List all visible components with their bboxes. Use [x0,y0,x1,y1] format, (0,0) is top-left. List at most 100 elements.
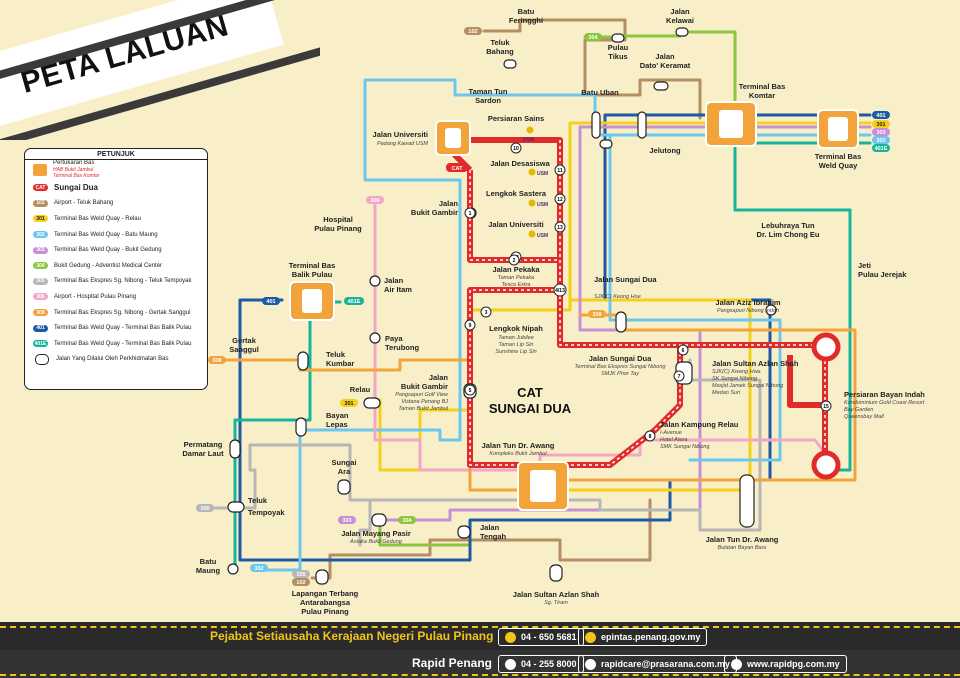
label-teluk-kumbar: Teluk [326,350,346,359]
hub-jalan-universiti[interactable] [435,120,471,156]
route-302-east[interactable] [593,133,782,462]
footer-operator-email[interactable]: rapidcare@prasarana.com.my [578,655,737,673]
hub-komtar[interactable] [705,101,757,147]
label-lapangan-2: Antarabangsa [300,598,351,607]
label-batu-feringghi-2: Feringghi [509,16,543,25]
hub-bukit-jambul[interactable] [517,461,569,511]
email-icon [585,658,596,670]
globe-icon [585,631,596,643]
cat-stop-12[interactable]: 12 [554,193,566,205]
label-teluk-tempoyak-2: Tempoyak [248,508,285,517]
footer-office-web[interactable]: epintas.penang.gov.my [578,628,708,646]
cat-stop-10[interactable]: 10 [510,142,522,154]
usm-logo-1: USM [523,126,534,143]
label-lapangan-3: Pulau Pinang [301,607,349,616]
legend-route-label: Terminal Bas Ekspres Sg. Nibong - Gertak… [54,309,191,316]
label-jalan-bukit-gambir-top: Jalan [439,199,459,208]
label-permatang-damar-laut: Permatang [184,440,223,449]
label-lebuhraya: Lebuhraya Tun [761,221,815,230]
route-301-east[interactable] [538,298,752,492]
label-teluk-tempoyak: Teluk [248,496,268,505]
footer-operator-web[interactable]: www.rapidpg.com.my [724,655,847,673]
route-305-b[interactable] [358,498,372,547]
cat-stop-11[interactable]: 11 [554,164,566,176]
route-chip: 102 [33,199,48,207]
legend-panel: PETUNJUK Pertukaran Bas HAB Bukit Jambul… [24,148,208,390]
legend-route-label: Terminal Bas Weld Quay - Batu Maung [54,231,158,238]
svg-text:303: 303 [342,518,351,524]
hub-weld-quay[interactable] [817,109,859,149]
label-jalan-sultan-azlan-shah-r-sub3: Masjid Jamek Sungai Nibong [712,383,784,389]
tag-302-east: 302 [872,136,890,144]
cat-stop-1[interactable]: 1 [464,207,476,219]
tag-303-south: 303 [338,516,356,524]
route-305-line[interactable] [210,358,762,532]
route-306-line[interactable] [373,203,832,472]
label-jalan-dato-keramat-2: Dato' Keramat [640,61,691,70]
label-jalan-tun-dr-awang-c-sub: Kompleks Bukit Jambul [489,451,547,457]
label-jalan-mayang-pasir: Jalan Mayang Pasir [341,529,411,538]
label-jalan-aziz-sub: Pangsapuri Nibong Indah [717,308,779,314]
hub-balik-pulau[interactable] [289,281,335,321]
cat-stop-2[interactable]: 2 [508,254,520,266]
legend-route-label: Bukit Gedung - Adventist Medical Center [54,262,163,269]
cat-stop-13[interactable]: 13 [554,221,566,233]
legend-hub-label: Pertukaran Bas [53,160,95,167]
cat-stop-8[interactable]: 8 [644,430,656,442]
label-lebuhraya-2: Dr. Lim Chong Eu [757,230,820,239]
footer-operator-name: Rapid Penang [412,656,493,670]
label-taman-tun-sardon: Taman Tun [469,87,508,96]
legend-route-label: Terminal Bas Weld Quay - Relau [54,215,141,222]
label-jeti: Jeti [858,261,871,270]
legend-stop-label: Jalan Yang Dilalui Oleh Perkhidmatan Bas [56,356,169,363]
label-jalan-tengah-2: Tengah [480,532,507,541]
label-persiaran-bayan-indah-sub2: Bay Garden [844,407,873,413]
label-pulau-tikus-2: Tikus [608,52,627,61]
tag-102-north: 102 [464,27,482,35]
label-jalan-kelawai-2: Kelawai [666,16,694,25]
footer-government: Pejabat Setiausaha Kerajaan Negeri Pulau… [0,622,960,650]
label-gertak-sanggul-2: Sanggul [229,345,259,354]
footer-operator-phone[interactable]: 04 - 255 8000 [498,655,584,673]
route-102-line[interactable] [482,18,702,120]
route-308-line[interactable] [219,313,857,492]
label-jalan-pekaka-sub1: Taman Pekaka [498,275,535,281]
legend-cat-chip: CAT [33,184,48,192]
label-gertak-sanggul: Gertak [232,336,257,345]
svg-text:7: 7 [678,374,681,380]
label-persiaran-bayan-indah-sub1: Kondominium Gold Coast Resort [844,400,925,406]
cat-stop-413[interactable]: 4/13 [553,283,567,297]
label-terminal-weld-quay: Terminal Bas [815,152,862,161]
cat-stop-15[interactable]: 15 [820,400,832,412]
roundabout-bottom [811,450,841,480]
cat-stop-6[interactable]: 6 [677,344,689,356]
cat-stop-5[interactable]: 5 [464,384,476,396]
svg-text:302: 302 [254,566,263,572]
label-jalan-universiti-2: Jalan Universiti [488,220,543,229]
cat-stop-7[interactable]: 7 [673,370,685,382]
legend-route-label: Terminal Bas Ekspres Sg. Nibong - Teluk … [54,278,192,285]
label-batu-maung-2: Maung [196,566,221,575]
svg-text:10: 10 [513,146,519,152]
svg-text:11: 11 [557,168,563,174]
svg-text:306: 306 [370,198,379,204]
legend-cat-row: CAT Sungai Dua [25,180,207,196]
cat-area-label-2: SUNGAI DUA [489,401,572,416]
cat-stop-3[interactable]: 3 [480,306,492,318]
footer-office-phone[interactable]: 04 - 650 5681 [498,628,584,646]
label-terminal-balik-pulau: Terminal Bas [289,261,336,270]
label-jelutong: Jelutong [649,146,681,155]
svg-text:1: 1 [469,211,472,217]
label-jalan-bukit-gambir-mid: Jalan [429,373,449,382]
legend-hub-sub2: Terminal Bas Komtar [53,173,100,180]
route-102-south[interactable] [310,498,652,580]
cat-stop-9[interactable]: 9 [464,319,476,331]
label-paya-terubong-2: Terubong [385,343,419,352]
route-302-line[interactable] [258,78,872,572]
label-jalan-sultan-azlan-shah-b-sub: Sg. Tiram [544,600,568,606]
